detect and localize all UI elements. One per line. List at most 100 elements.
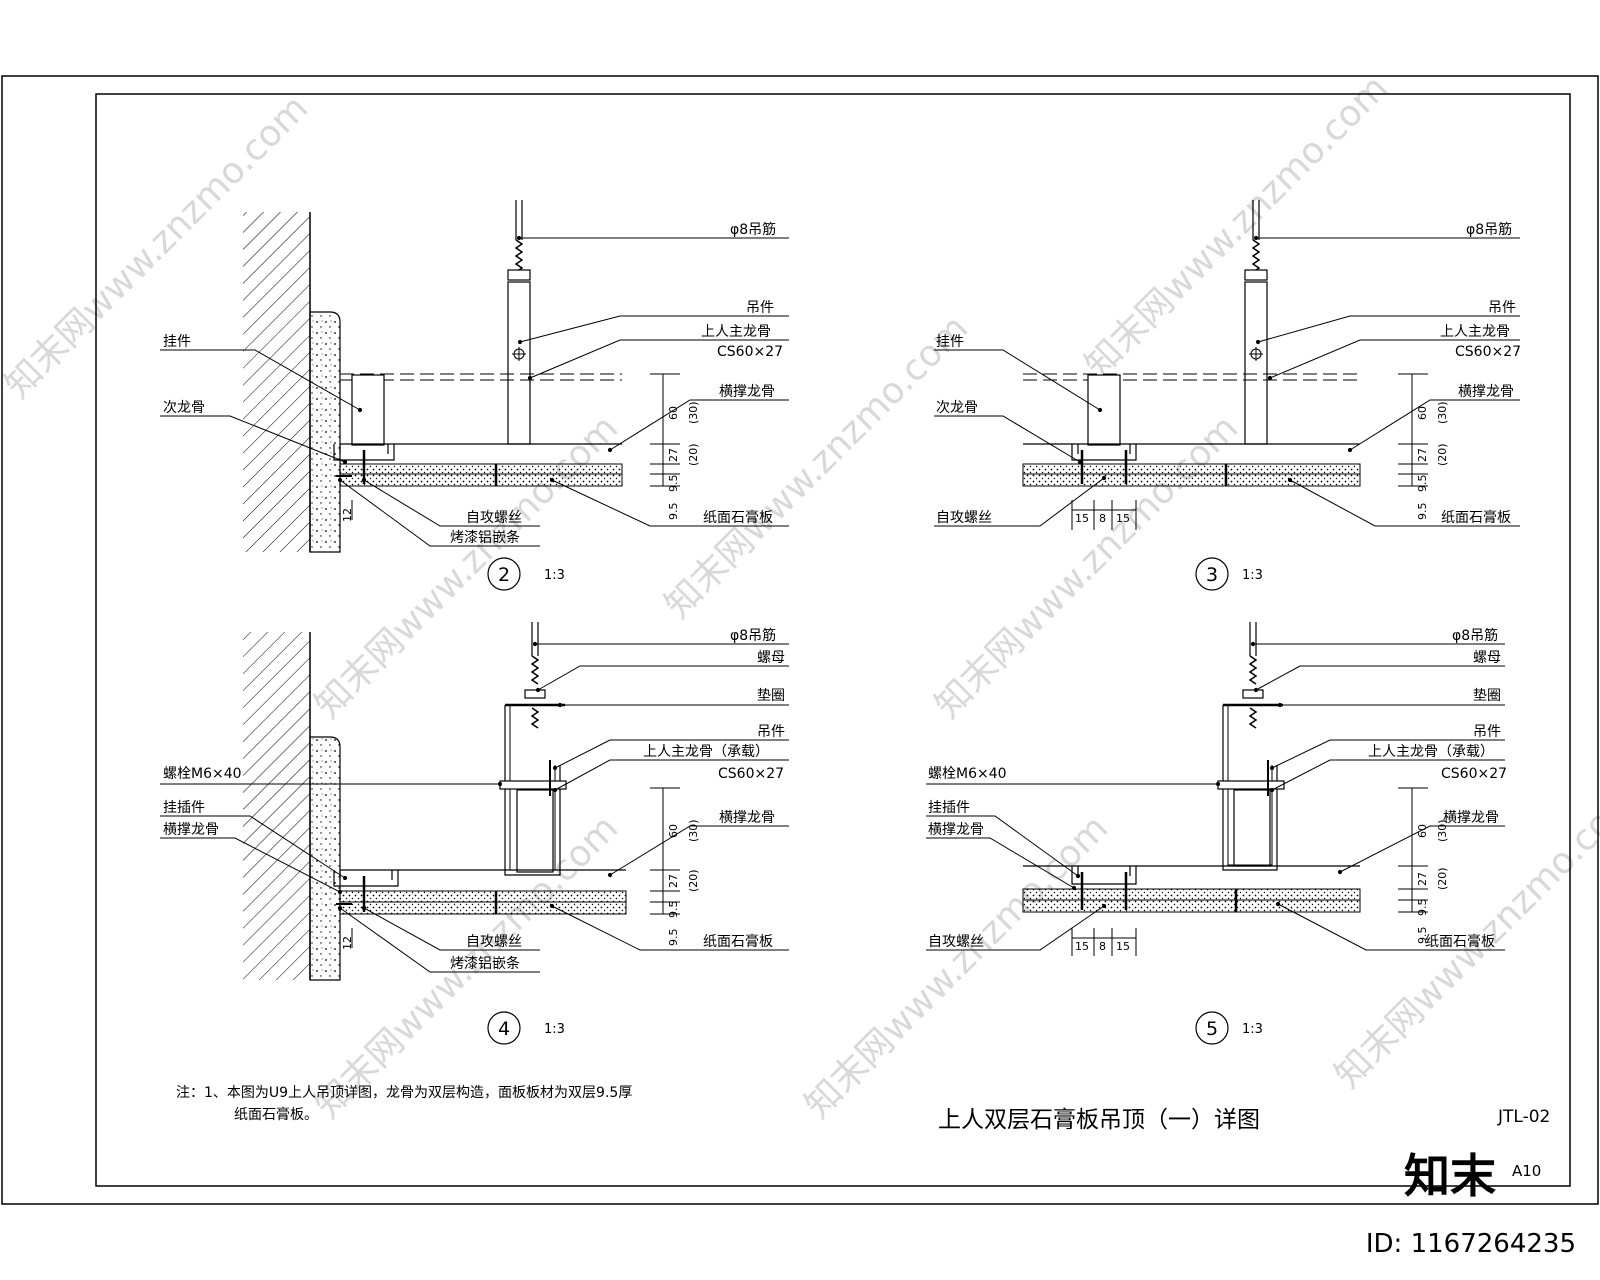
callout-label: 5 [1206,1018,1218,1040]
note-line-2: 纸面石膏板。 [234,1106,318,1123]
callout-label: 自攻螺丝 [936,510,992,526]
watermark-text: 知末网www.znzmo.com [307,408,626,727]
callout-label: 螺母 [1473,650,1501,666]
dimension-label: 9.5 [1416,503,1429,521]
dimension-label: 27 [667,448,680,462]
dimension-label: (30) [1436,401,1449,424]
watermark-diagonal: 知末网www.znzmo.com 知末网www.znzmo.com 知末网www… [0,68,1600,1127]
callout-label: 自攻螺丝 [466,934,522,950]
dimension-label: 60 [1416,824,1429,838]
dimension-label: 9.5 [667,475,680,493]
callout-label: 横撑龙骨 [163,822,219,838]
callout-label: 纸面石膏板 [703,509,773,526]
dimension-label: 15 [1116,512,1130,525]
note-line-1: 注：1、本图为U9上人吊顶详图，龙骨为双层构造，面板板材为双层9.5厚 [176,1085,632,1101]
gypsum-board-2 [339,473,623,487]
callout-label: 烤漆铝嵌条 [450,955,520,972]
dimension-label: 15 [1075,940,1089,953]
callout-label: 1:3 [1242,1022,1263,1037]
dimension-label: 9.5 [1416,927,1429,945]
callout-label: φ8吊筋 [1452,627,1498,644]
callout-label: 挂插件 [928,800,970,816]
dimension-label: 12 [341,936,354,950]
callout-label: φ8吊筋 [730,627,776,644]
drawing-code: JTL-02 [1497,1107,1550,1127]
callout-label: φ8吊筋 [730,221,776,238]
callout-label: 吊件 [757,724,785,740]
dimension-label: 8 [1099,512,1106,525]
dimension-label: (30) [687,401,700,424]
detail-2: 60 (30) 27 (20) 9.5 9.5 12 φ8吊筋 吊件 上人主龙骨… [160,200,789,591]
callout-label: 横撑龙骨 [1458,384,1514,400]
callout-label: 螺母 [757,650,785,666]
dimension-label: 12 [341,508,354,522]
watermark-text: 知末网www.znzmo.com [797,808,1116,1127]
watermark-text: 知末网www.znzmo.com [657,308,976,627]
detail-3: 60 (30) 27 (20) 9.5 9.5 15 8 15 φ8吊筋 吊件 … [934,200,1521,591]
callout-label: 1:3 [544,568,565,583]
wall-plaster [309,311,341,553]
callout-label: 自攻螺丝 [466,510,522,526]
callout-label: 横撑龙骨 [928,822,984,838]
callout-label: CS60×27 [717,344,783,360]
dimension-label: 15 [1075,512,1089,525]
dimension-label: 27 [1416,872,1429,886]
callout-label: 上人主龙骨（承载） [643,744,769,760]
callout-label: 纸面石膏板 [703,933,773,950]
callout-label: 1:3 [1242,568,1263,583]
callout-label: CS60×27 [1441,766,1507,782]
gypsum-board-1 [339,463,623,475]
nut [507,269,531,281]
dimension-label: 9.5 [667,503,680,521]
callout-label: 垫圈 [1473,688,1501,704]
callout-label: 烤漆铝嵌条 [450,529,520,546]
inner-frame [95,93,1571,1187]
dimension-label: 60 [1416,406,1429,420]
watermark-text: 知末网www.znzmo.com [927,408,1246,727]
dimension-label: 60 [667,406,680,420]
watermark-text: 知末网www.znzmo.com [1077,68,1396,387]
callout-label: 横撑龙骨 [719,384,775,400]
sheet-number: A10 [1512,1162,1541,1180]
dimension-label: 15 [1116,940,1130,953]
dimension-label: 27 [1416,448,1429,462]
hanger-bracket [507,281,531,445]
hook-member [351,374,385,446]
callout-label: φ8吊筋 [1466,221,1512,238]
callout-label: 上人主龙骨（承载） [1368,744,1494,760]
callout-label: 吊件 [746,300,774,316]
callout-label: 上人主龙骨 [701,324,771,340]
watermark-logo: 知末 [1404,1149,1496,1203]
callout-label: CS60×27 [1455,344,1521,360]
dimension-label: (30) [687,819,700,842]
dimension-label: 9.5 [1416,475,1429,493]
detail-5: 60 (30) 27 (20) 9.5 9.5 15 8 15 φ8吊筋 螺母 … [926,622,1507,1045]
callout-label: 挂件 [936,334,964,350]
callout-label: 次龙骨 [936,400,978,416]
callout-label: 螺栓M6×40 [928,766,1007,782]
callout-label: 自攻螺丝 [928,934,984,950]
callout-label: 横撑龙骨 [719,810,775,826]
callout-label: 上人主龙骨 [1440,324,1510,340]
dimension-label: (30) [1436,819,1449,842]
dimension-label: 9.5 [667,901,680,919]
wall-concrete [243,212,310,552]
callout-label: 垫圈 [757,688,785,704]
dimension-label: (20) [1436,443,1449,466]
dimension-label: 9.5 [1416,899,1429,917]
load-bracket [504,705,561,876]
watermark-id: ID: 1167264235 [1366,1229,1576,1259]
callout-label: 次龙骨 [163,400,205,416]
callout-label: 挂件 [163,334,191,350]
drawing-title: 上人双层石膏板吊顶（一）详图 [938,1107,1260,1133]
callout-label: 吊件 [1473,724,1501,740]
detail-4: 60 (30) 27 (20) 9.5 9.5 12 φ8吊筋 螺母 垫圈 吊件… [160,622,789,1045]
outer-frame [1,75,1599,1205]
callout-label: 螺栓M6×40 [163,766,242,782]
callout-label: 2 [498,564,510,586]
callout-label: CS60×27 [718,766,784,782]
callout-label: 吊件 [1488,300,1516,316]
callout-label: 横撑龙骨 [1443,810,1499,826]
callout-label: 挂插件 [163,800,205,816]
